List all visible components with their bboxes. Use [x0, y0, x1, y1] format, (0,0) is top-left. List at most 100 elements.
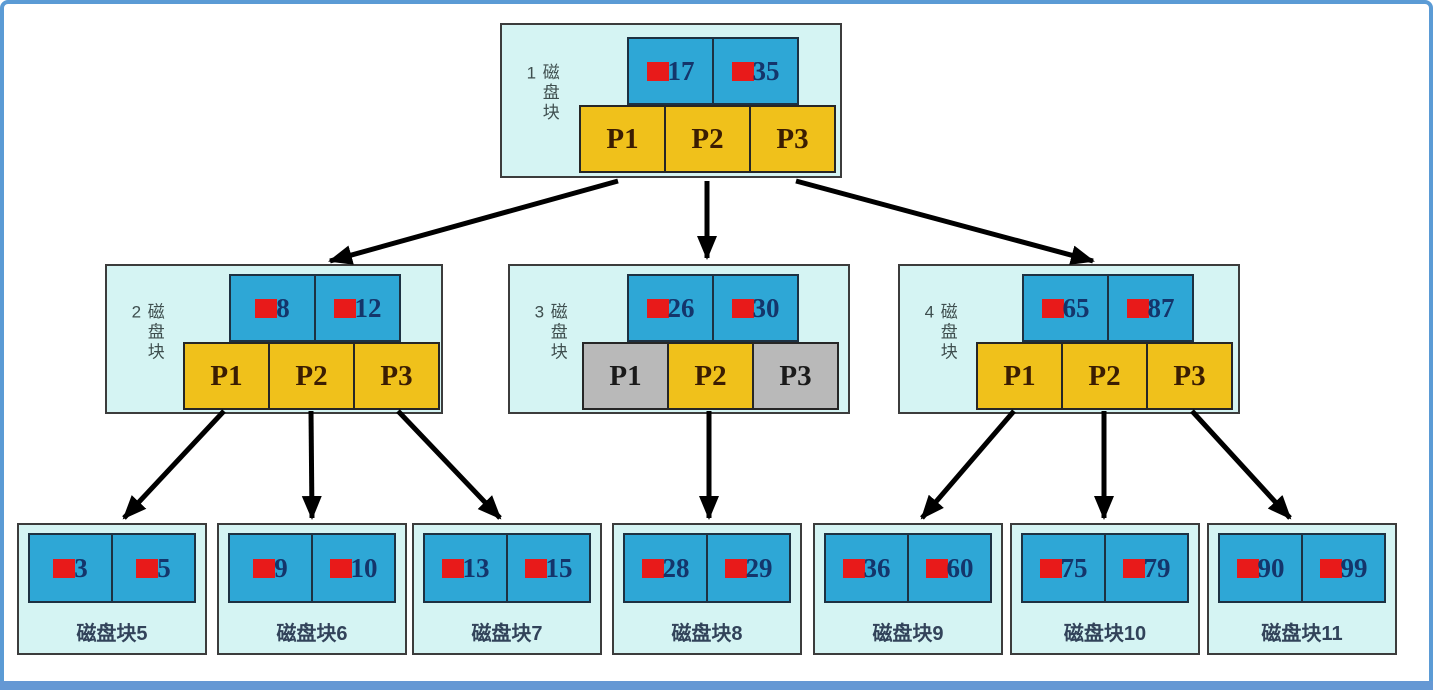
key-value: 60 — [946, 552, 974, 583]
key-value: 87 — [1147, 292, 1175, 323]
pointer-label: P3 — [380, 359, 413, 392]
key-row: 9 10 — [228, 533, 396, 603]
key-cell: 29 — [706, 533, 791, 603]
disk-block-8-label: 磁盘块8 — [671, 623, 743, 645]
key-row: 13 15 — [423, 533, 591, 603]
disk-block-1-label: 磁盘块1 — [521, 62, 559, 123]
pointer-cell: P2 — [268, 342, 355, 410]
record-pointer-icon — [329, 558, 352, 578]
key-cell: 3 — [28, 533, 113, 603]
pointer-cell: P1 — [976, 342, 1063, 410]
pointer-cell: P3 — [749, 105, 836, 173]
key-value: 35 — [752, 55, 780, 86]
pointer-cell: P2 — [664, 105, 751, 173]
record-pointer-icon — [1319, 558, 1342, 578]
record-pointer-icon — [53, 558, 76, 578]
pointer-label: P2 — [1088, 359, 1121, 392]
pointer-row: P1 P2 P3 — [183, 342, 440, 410]
key-cell: 75 — [1021, 533, 1106, 603]
disk-block-11-label: 磁盘块11 — [1261, 623, 1343, 645]
key-cell: 13 — [423, 533, 508, 603]
key-cell: 36 — [824, 533, 909, 603]
key-value: 8 — [276, 292, 290, 323]
tree-edge-arrow — [396, 409, 502, 520]
tree-edge-arrow — [920, 409, 1016, 520]
pointer-label: P1 — [210, 359, 243, 392]
key-value: 28 — [662, 552, 690, 583]
pointer-cell: P3 — [752, 342, 839, 410]
pointer-row: P1 P2 P3 — [579, 105, 836, 173]
key-row: 8 12 — [229, 274, 401, 342]
disk-block-10-node: 75 79 磁盘块10 — [1010, 523, 1200, 655]
bottom-border-strip — [0, 681, 1433, 690]
key-cell: 17 — [627, 37, 714, 105]
tree-edge-arrow — [795, 178, 1095, 265]
record-pointer-icon — [255, 298, 278, 318]
pointer-label: P2 — [691, 122, 724, 155]
record-pointer-icon — [842, 558, 865, 578]
key-cell: 90 — [1218, 533, 1303, 603]
disk-block-4-node: 磁盘块4 65 87 P1 P2 P3 — [898, 264, 1240, 414]
disk-block-4-label: 磁盘块4 — [919, 302, 957, 363]
record-pointer-icon — [1039, 558, 1062, 578]
key-cell: 12 — [314, 274, 401, 342]
pointer-label: P1 — [606, 122, 639, 155]
tree-edge-arrow — [1190, 409, 1292, 520]
pointer-label: P1 — [1003, 359, 1036, 392]
pointer-label: P2 — [295, 359, 328, 392]
disk-block-3-node: 磁盘块3 26 30 P1 P2 P3 — [508, 264, 850, 414]
key-cell: 9 — [228, 533, 313, 603]
disk-block-7-node: 13 15 磁盘块7 — [412, 523, 602, 655]
record-pointer-icon — [1122, 558, 1145, 578]
key-value: 17 — [667, 55, 695, 86]
key-row: 75 79 — [1021, 533, 1189, 603]
key-value: 90 — [1257, 552, 1285, 583]
key-value: 13 — [462, 552, 490, 583]
key-cell: 30 — [712, 274, 799, 342]
pointer-label: P3 — [1173, 359, 1206, 392]
key-cell: 15 — [506, 533, 591, 603]
key-value: 5 — [157, 552, 171, 583]
disk-block-2-label: 磁盘块2 — [126, 302, 164, 363]
pointer-cell: P3 — [1146, 342, 1233, 410]
key-value: 10 — [350, 552, 378, 583]
disk-block-10-label: 磁盘块10 — [1063, 623, 1147, 645]
record-pointer-icon — [441, 558, 464, 578]
record-pointer-icon — [136, 558, 159, 578]
key-row: 90 99 — [1218, 533, 1386, 603]
record-pointer-icon — [731, 61, 754, 81]
key-value: 12 — [354, 292, 382, 323]
pointer-label: P3 — [776, 122, 809, 155]
record-pointer-icon — [646, 61, 669, 81]
key-value: 75 — [1060, 552, 1088, 583]
key-row: 26 30 — [627, 274, 799, 342]
key-value: 65 — [1062, 292, 1090, 323]
record-pointer-icon — [731, 298, 754, 318]
key-cell: 87 — [1107, 274, 1194, 342]
key-row: 36 60 — [824, 533, 992, 603]
disk-block-1-node: 磁盘块1 17 35 P1 P2 P3 — [500, 23, 842, 178]
key-value: 9 — [274, 552, 288, 583]
pointer-cell: P1 — [579, 105, 666, 173]
disk-block-9-node: 36 60 磁盘块9 — [813, 523, 1003, 655]
tree-edge-arrow — [301, 410, 322, 520]
key-row: 65 87 — [1022, 274, 1194, 342]
record-pointer-icon — [1041, 298, 1064, 318]
key-cell: 65 — [1022, 274, 1109, 342]
key-row: 28 29 — [623, 533, 791, 603]
record-pointer-icon — [253, 558, 276, 578]
key-value: 99 — [1340, 552, 1368, 583]
key-cell: 60 — [907, 533, 992, 603]
disk-block-9-label: 磁盘块9 — [872, 623, 944, 645]
pointer-cell: P2 — [667, 342, 754, 410]
key-value: 30 — [752, 292, 780, 323]
record-pointer-icon — [1126, 298, 1149, 318]
record-pointer-icon — [925, 558, 948, 578]
key-cell: 26 — [627, 274, 714, 342]
key-value: 15 — [545, 552, 573, 583]
record-pointer-icon — [524, 558, 547, 578]
disk-block-6-node: 9 10 磁盘块6 — [217, 523, 407, 655]
key-cell: 5 — [111, 533, 196, 603]
key-row: 17 35 — [627, 37, 799, 105]
